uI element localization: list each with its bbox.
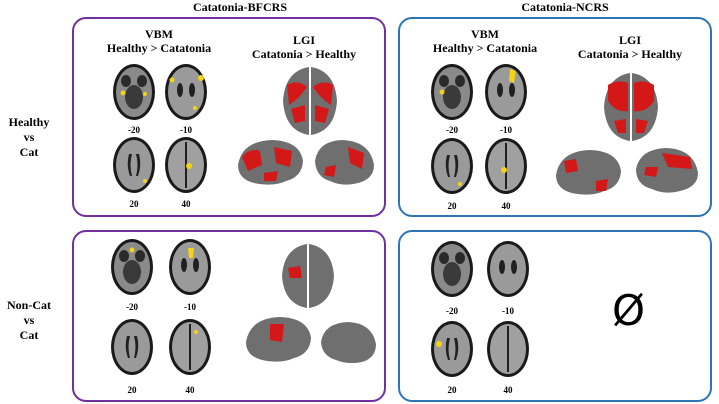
slice-label: -10 bbox=[500, 125, 512, 135]
column-title-ncrs: Catatonia-NCRS bbox=[521, 0, 609, 14]
slice-label: -20 bbox=[128, 125, 140, 135]
vbm-title: VBM bbox=[471, 27, 499, 41]
slice-label: 20 bbox=[127, 385, 137, 395]
slice-label: 40 bbox=[181, 199, 191, 209]
vbm-heading: VBM Healthy > Catatonia bbox=[104, 27, 214, 55]
axial-slice-inferior bbox=[430, 63, 474, 121]
row-label-line: Non-Cat bbox=[7, 298, 51, 312]
slice-label: -20 bbox=[126, 302, 138, 312]
lgi-title: LGI bbox=[618, 33, 641, 47]
axial-slice-inferior bbox=[164, 63, 208, 121]
vbm-subtitle: Healthy > Catatonia bbox=[106, 41, 212, 55]
brain-lateral-right bbox=[318, 320, 380, 366]
row-label-line: Cat bbox=[19, 328, 39, 342]
row-label-line: vs bbox=[23, 313, 35, 327]
axial-slice-superior bbox=[112, 136, 156, 194]
axial-slice-inferior bbox=[486, 240, 530, 298]
empty-set-symbol: Ø bbox=[612, 286, 646, 335]
axial-slice-superior bbox=[430, 137, 474, 195]
axial-slice-inferior bbox=[484, 63, 528, 121]
slice-label: -20 bbox=[446, 306, 458, 316]
slice-label: 40 bbox=[503, 385, 513, 395]
axial-slice-inferior bbox=[112, 63, 156, 121]
slice-label: -10 bbox=[502, 306, 514, 316]
brain-top-view bbox=[600, 71, 662, 143]
row-label-healthy-vs-cat: Healthy vs Cat bbox=[4, 115, 54, 160]
lgi-subtitle: Catatonia > Healthy bbox=[251, 47, 357, 61]
panel-ncrs-noncat: -20 -10 20 40 Ø bbox=[398, 230, 712, 402]
slice-label: 20 bbox=[447, 385, 457, 395]
axial-slice-superior bbox=[486, 320, 530, 378]
panel-ncrs-healthy: VBM Healthy > Catatonia LGI Catatonia > … bbox=[398, 17, 712, 217]
axial-slice-superior bbox=[430, 320, 474, 378]
vbm-subtitle: Healthy > Catatonia bbox=[432, 41, 538, 55]
row-label-noncat-vs-cat: Non-Cat vs Cat bbox=[4, 298, 54, 343]
lgi-heading: LGI Catatonia > Healthy bbox=[244, 33, 364, 61]
row-label-line: Healthy bbox=[8, 115, 50, 129]
panel-bfcrs-healthy: VBM Healthy > Catatonia LGI Catatonia > … bbox=[72, 17, 386, 217]
column-title-bfcrs: Catatonia-BFCRS bbox=[192, 0, 287, 14]
axial-slice-superior bbox=[164, 136, 208, 194]
axial-slice-inferior bbox=[110, 238, 154, 296]
vbm-heading: VBM Healthy > Catatonia bbox=[430, 27, 540, 55]
vbm-title: VBM bbox=[145, 27, 173, 41]
brain-top-view bbox=[279, 65, 341, 137]
brain-lateral-left bbox=[242, 314, 314, 366]
brain-lateral-left bbox=[552, 147, 624, 199]
slice-label: -10 bbox=[180, 125, 192, 135]
lgi-heading: LGI Catatonia > Healthy bbox=[570, 33, 690, 61]
brain-lateral-left bbox=[234, 137, 306, 189]
slice-label: 20 bbox=[129, 199, 139, 209]
slice-label: -10 bbox=[184, 302, 196, 312]
brain-top-view bbox=[278, 242, 338, 310]
panel-bfcrs-noncat: -20 -10 20 40 bbox=[72, 230, 386, 402]
slice-label: 40 bbox=[185, 385, 195, 395]
lgi-subtitle: Catatonia > Healthy bbox=[577, 47, 683, 61]
slice-label: 40 bbox=[501, 201, 511, 211]
slice-label: -20 bbox=[446, 125, 458, 135]
axial-slice-inferior bbox=[430, 240, 474, 298]
axial-slice-superior bbox=[110, 318, 154, 376]
lgi-title: LGI bbox=[292, 33, 315, 47]
axial-slice-superior bbox=[484, 137, 528, 195]
row-label-line: vs bbox=[23, 130, 35, 144]
axial-slice-superior bbox=[168, 318, 212, 376]
axial-slice-inferior bbox=[168, 238, 212, 296]
brain-lateral-right bbox=[632, 145, 702, 197]
slice-label: 20 bbox=[447, 201, 457, 211]
row-label-line: Cat bbox=[19, 145, 39, 159]
brain-lateral-right bbox=[312, 137, 378, 189]
